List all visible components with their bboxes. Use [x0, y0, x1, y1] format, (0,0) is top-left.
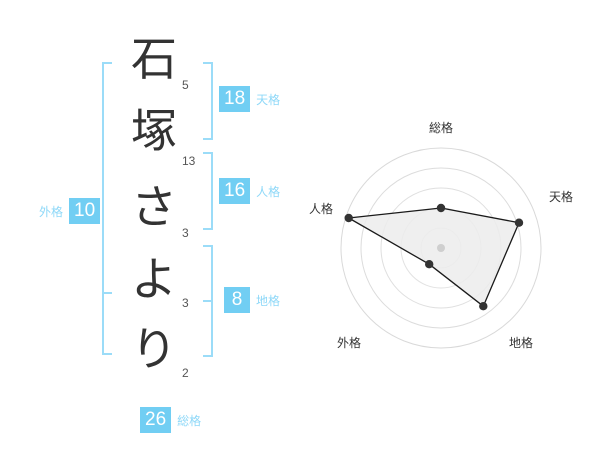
stroke-count: 5	[182, 78, 189, 92]
badge-tenkaku-value: 18	[219, 86, 251, 112]
badge-gaikaku-label: 外格	[39, 204, 64, 219]
radar-ring-4	[360, 167, 522, 329]
radar-data-polygon	[348, 207, 520, 307]
name-character-row: 塚 13	[128, 100, 196, 176]
bracket-gaikaku	[102, 62, 112, 355]
badge-gaikaku[interactable]: 外格 10	[39, 198, 101, 224]
radar-point-外格	[425, 260, 434, 269]
badge-chikaku-value: 8	[224, 287, 250, 313]
name-character-column: 石 5 塚 13 さ 3 よ 3 り 2	[128, 28, 196, 388]
radar-chart-panel: 総格 天格 地格 外格 人格	[300, 0, 600, 470]
radar-series-polygon	[348, 207, 520, 307]
name-character-row: 石 5	[128, 28, 194, 100]
name-character-row: よ 3	[128, 248, 194, 318]
stroke-count: 3	[182, 296, 189, 310]
name-character-glyph: 塚	[131, 104, 177, 158]
badge-gaikaku-value: 10	[69, 198, 101, 224]
badge-jinkaku[interactable]: 16 人格	[219, 178, 280, 204]
radar-axis-label-tenkaku: 天格	[549, 190, 574, 204]
name-character-glyph: さ	[131, 180, 177, 234]
name-diagram-panel: 石 5 塚 13 さ 3 よ 3 り 2	[39, 28, 280, 433]
bracket-jinkaku	[203, 152, 213, 230]
stroke-count: 3	[182, 226, 189, 240]
badge-tenkaku[interactable]: 18 天格	[219, 86, 280, 112]
radar-axis-label-jinkaku: 人格	[309, 202, 334, 216]
radar-point-地格	[479, 302, 488, 311]
name-character-row: さ 3	[128, 176, 194, 248]
radar-chart-svg	[340, 147, 542, 349]
badge-jinkaku-value: 16	[219, 178, 251, 204]
badge-chikaku[interactable]: 8 地格	[224, 287, 280, 313]
radar-point-総格	[436, 203, 446, 213]
name-character-glyph: よ	[131, 252, 177, 306]
badge-chikaku-label: 地格	[256, 293, 281, 308]
badge-soukaku-value: 26	[140, 407, 172, 433]
badge-soukaku[interactable]: 26 総格	[140, 407, 201, 433]
name-character-row: り 2	[128, 318, 194, 388]
radar-point-天格	[514, 218, 524, 227]
radar-data-points	[344, 203, 524, 311]
bracket-chikaku-mid-tick	[203, 300, 213, 302]
bracket-tenkaku	[203, 62, 213, 140]
radar-axis-label-soukaku: 総格	[428, 121, 453, 135]
name-character-glyph: り	[131, 322, 177, 376]
badge-jinkaku-label: 人格	[256, 184, 281, 199]
name-character-glyph: 石	[131, 32, 177, 86]
stroke-count: 13	[182, 154, 196, 168]
radar-point-人格	[344, 213, 353, 223]
radar-axis-label-chikaku: 地格	[509, 336, 534, 350]
radar-ring-5	[340, 147, 542, 349]
radar-center-dot	[437, 244, 445, 252]
radar-axis-label-gaikaku: 外格	[337, 336, 362, 350]
stroke-count: 2	[182, 366, 189, 380]
badge-soukaku-label: 総格	[177, 413, 202, 428]
badge-tenkaku-label: 天格	[256, 92, 281, 107]
bracket-gaikaku-mid-tick	[102, 292, 112, 294]
